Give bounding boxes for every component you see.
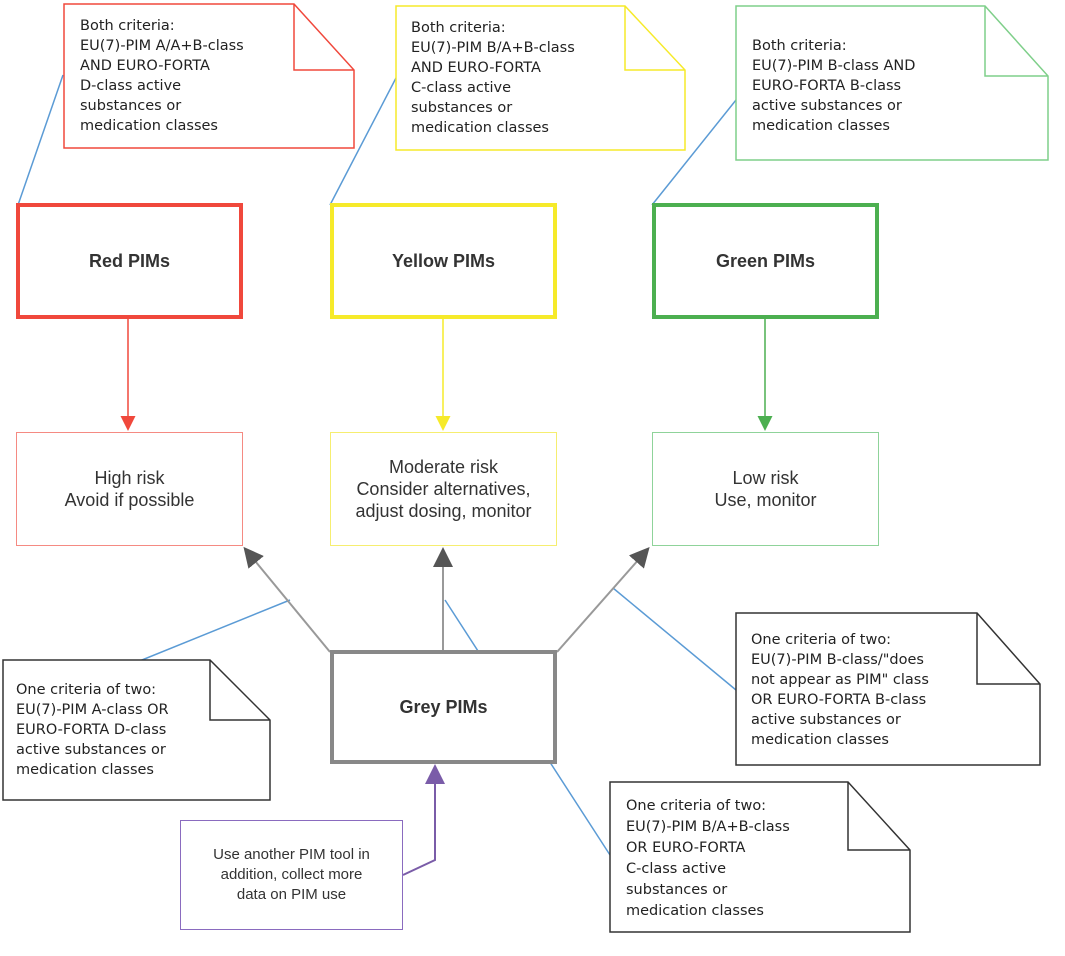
connector-grey-red-note <box>136 599 291 663</box>
grey-red-criteria-note: One criteria of two: EU(7)-PIM A-class O… <box>16 682 169 778</box>
note-red <box>63 3 355 149</box>
connector-yellow-note <box>329 77 397 206</box>
yellow-result: Moderate risk Consider alternatives, adj… <box>355 457 532 521</box>
note-yellow <box>395 5 686 151</box>
grey-action-box: Use another PIM tool in addition, collec… <box>180 820 403 930</box>
yellow-result-box: Moderate risk Consider alternatives, adj… <box>330 432 557 546</box>
yellow-pims-box: Yellow PIMs <box>330 203 557 319</box>
arrow-grey-red <box>243 546 331 653</box>
note-grey-green <box>735 612 1041 766</box>
red-result: High risk Avoid if possible <box>64 468 195 510</box>
connector-red-note <box>17 74 64 206</box>
connector-green-note <box>651 99 737 206</box>
green-result-box: Low risk Use, monitor <box>652 432 879 546</box>
green-pims-title: Green PIMs <box>715 250 816 271</box>
red-result-box: High risk Avoid if possible <box>16 432 243 546</box>
grey-green-criteria-note: One criteria of two: EU(7)-PIM B-class/"… <box>751 632 929 748</box>
arrow-purple <box>402 764 445 876</box>
red-criteria-note: Both criteria: EU(7)-PIM A/A+B-class AND… <box>80 18 244 134</box>
red-pims-title: Red PIMs <box>88 250 171 271</box>
grey-action: Use another PIM tool in addition, collec… <box>213 846 370 903</box>
green-result: Low risk Use, monitor <box>714 468 817 510</box>
grey-pims-title: Grey PIMs <box>399 696 488 717</box>
note-grey-yellow <box>609 781 911 933</box>
green-pims-box: Green PIMs <box>652 203 879 319</box>
note-grey-red <box>2 659 271 801</box>
grey-pims-box: Grey PIMs <box>330 650 557 764</box>
green-criteria-note: Both criteria: EU(7)-PIM B-class AND EUR… <box>752 38 916 134</box>
grey-yellow-criteria-note: One criteria of two: EU(7)-PIM B/A+B-cla… <box>626 798 790 919</box>
yellow-pims-title: Yellow PIMs <box>391 250 496 271</box>
yellow-criteria-note: Both criteria: EU(7)-PIM B/A+B-class AND… <box>411 20 575 136</box>
arrow-grey-green <box>556 547 650 653</box>
red-pims-box: Red PIMs <box>16 203 243 319</box>
connector-grey-green-note <box>612 587 737 691</box>
note-green <box>735 5 1049 161</box>
